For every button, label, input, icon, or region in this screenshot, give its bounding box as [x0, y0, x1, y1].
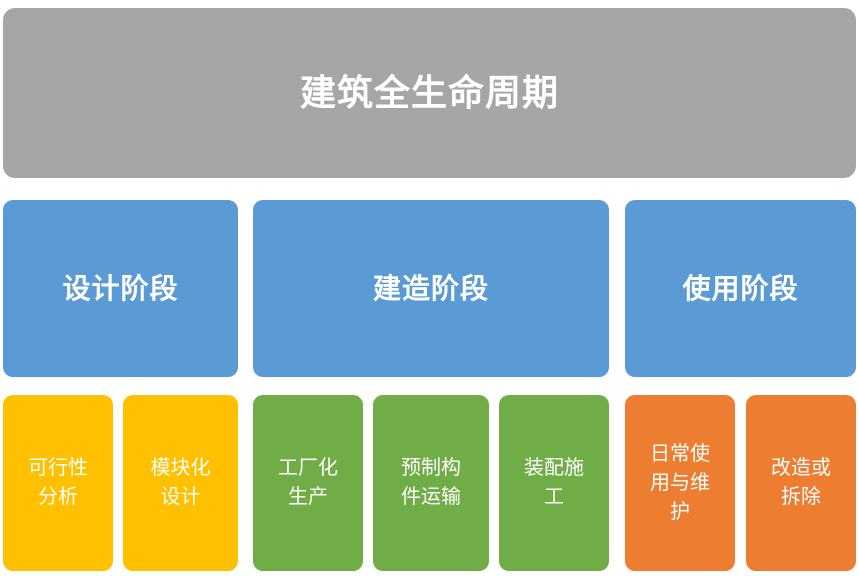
phase-node-label: 使用阶段 — [682, 272, 799, 304]
phase-node-label: 设计阶段 — [62, 272, 179, 304]
task-node-label: 改造或 拆除 — [771, 457, 831, 508]
task-node-label: 预制构 件运输 — [401, 457, 461, 508]
phase-node-label: 建造阶段 — [372, 272, 489, 304]
task-node-label: 工厂化 生产 — [278, 457, 338, 508]
task-node-label: 装配施 工 — [524, 457, 584, 508]
task-node-renovation[interactable]: 改造或 拆除 — [746, 395, 856, 571]
task-node-label: 模块化 设计 — [150, 457, 211, 508]
task-node-transport[interactable]: 预制构 件运输 — [373, 395, 489, 571]
task-node-maintenance[interactable]: 日常使 用与维 护 — [625, 395, 735, 571]
task-node-modular[interactable]: 模块化 设计 — [123, 395, 238, 571]
phase-node-use[interactable]: 使用阶段 — [625, 200, 856, 377]
task-node-label: 日常使 用与维 护 — [650, 442, 710, 523]
task-node-feasibility[interactable]: 可行性 分析 — [3, 395, 113, 571]
task-node-factory[interactable]: 工厂化 生产 — [253, 395, 363, 571]
phase-node-build[interactable]: 建造阶段 — [253, 200, 609, 377]
task-node-label: 可行性 分析 — [28, 457, 88, 508]
root-node-building-lifecycle[interactable]: 建筑全生命周期 — [3, 8, 856, 178]
phase-node-design[interactable]: 设计阶段 — [3, 200, 238, 377]
task-node-assembly[interactable]: 装配施 工 — [499, 395, 609, 571]
root-node-label: 建筑全生命周期 — [299, 72, 559, 113]
